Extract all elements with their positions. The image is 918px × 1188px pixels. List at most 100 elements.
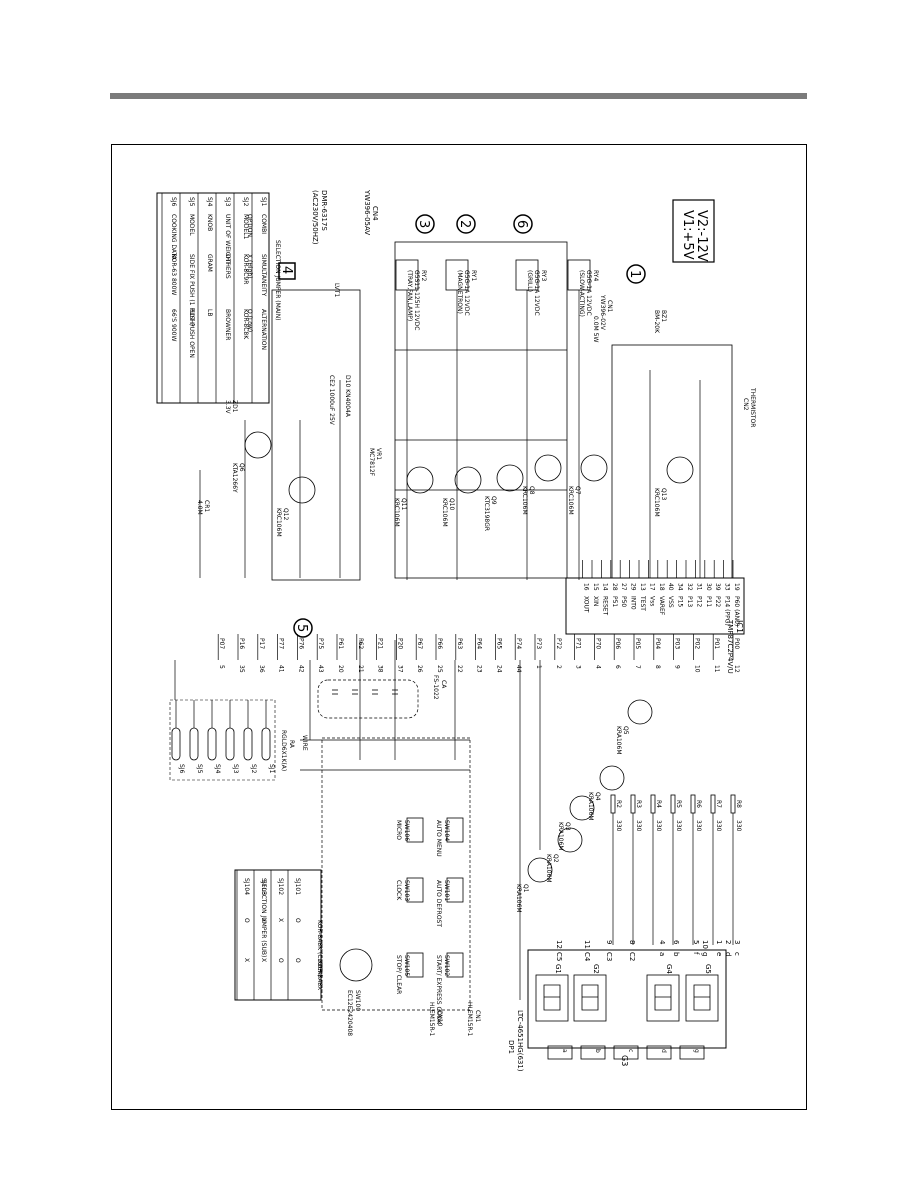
display-digit-g4: [646, 974, 680, 1022]
ic-pin-number: 39: [714, 583, 721, 591]
cn4-part: YW396-05AV: [363, 189, 371, 235]
cn10-ref: CN10: [436, 1010, 443, 1026]
ic-pin-name: P63: [456, 638, 463, 649]
display-grid-pin: 11: [583, 940, 591, 949]
ic-pin-name: P07: [218, 638, 225, 649]
ic-part: TMP87C2P4V/U: [726, 619, 734, 674]
ic-pin-number: 4: [594, 665, 601, 669]
ic-pin-name: P51: [611, 596, 618, 607]
ic-pin-number: 13: [639, 583, 646, 591]
ic-pin-number: 12: [733, 665, 740, 673]
jumper-sj1: [261, 727, 271, 761]
selection-main-cell: SJ3: [224, 197, 231, 207]
digit-transistor-q1: [527, 857, 553, 883]
ic-pin-number: 5: [218, 665, 225, 669]
ca-part: FS-1022: [432, 675, 439, 700]
key-switch-sw102: [446, 952, 464, 978]
thermistor-label: THERMISTOR: [749, 387, 756, 427]
vr1-part: MC7812F: [368, 448, 375, 477]
g3-seg: [646, 1045, 672, 1060]
resistor-value: 330: [735, 820, 742, 832]
jumper-label: SJ6: [178, 764, 185, 774]
transistor-part: KRC106M: [521, 486, 528, 515]
transistor-ref: Q3: [564, 822, 571, 831]
ic-pin-number: 10: [693, 665, 700, 673]
display-pin: 1: [715, 940, 723, 944]
ic-pin-number: 25: [436, 665, 443, 673]
ic-pin-name: P61: [337, 638, 344, 649]
switch-label: AUTO DEFROST: [435, 880, 442, 927]
ic-pin-number: 20: [337, 665, 344, 673]
marker-2: 2: [456, 214, 476, 234]
ic-pin-number: 31: [695, 583, 702, 591]
selection-main-title: SELECTION JUMPER (MAIN): [274, 240, 281, 321]
ic-pin-name: VSS: [667, 596, 674, 608]
ic-pin-name: P75: [317, 638, 324, 649]
selection-main-cell: MODEL1: [242, 214, 249, 240]
transistor-q8: [534, 454, 562, 482]
resistor-r3: [630, 794, 636, 814]
selection-main-cell: ALTERNATION: [260, 309, 267, 350]
g3-seg-label: c: [627, 1049, 634, 1052]
transistor-part: KRA106M: [515, 884, 522, 913]
encoder-ref: SW100: [354, 990, 361, 1011]
jumper-sj3: [225, 727, 235, 761]
ic-pin-name: P12: [695, 596, 702, 607]
selection-sub-header: KOR-8A8K (CLOCK): [316, 920, 323, 977]
transistor-part: KRA106M: [615, 726, 622, 755]
relay-desc: (TRAY,FAN,LAMP): [406, 270, 413, 321]
display-digit-label: G4: [665, 964, 673, 974]
jumper-sj6: [171, 727, 181, 761]
ic-pin-number: 2: [555, 665, 562, 669]
ic-pin-number: 1: [535, 665, 542, 669]
relay-ref: RY4: [592, 270, 599, 281]
relay-ref: RY1: [470, 270, 477, 281]
selection-main-cell: SJ5: [188, 197, 195, 207]
dp1-part: LTC-4651HG(631): [516, 1010, 524, 1072]
g3-seg-label: g: [693, 1049, 700, 1053]
selection-main-cell: COOKING DATA: [170, 214, 177, 261]
display-pin: 2: [724, 940, 732, 944]
resistor-value: 330: [715, 820, 722, 832]
key-switch-sw106: [406, 817, 424, 843]
ic-pin-name: P50: [620, 596, 627, 607]
selection-sub-cell: O: [277, 958, 284, 963]
transistor-part: KRC106M: [441, 498, 448, 527]
transistor-part: KTC3198GR: [483, 496, 490, 531]
resistor-value: 330: [635, 820, 642, 832]
ic-pin-name: TEST: [639, 595, 646, 611]
jumper-sj2: [243, 727, 253, 761]
lvt1-ref: LVT1: [333, 283, 340, 297]
selection-sub-cell: O: [294, 918, 301, 923]
switch-ref: SW105: [403, 955, 410, 976]
digit-transistor-q5: [627, 699, 653, 725]
key-switch-sw103: [406, 877, 424, 903]
transistor-q13: [666, 456, 694, 484]
resistor-value: 330: [615, 820, 622, 832]
resistor-r4: [650, 794, 656, 814]
ic-pin-number: 17: [648, 583, 655, 591]
svg-text:3: 3: [416, 220, 431, 228]
relay-type: G5G-1A 12VDC: [463, 270, 470, 316]
ic-pin-number: 3: [575, 665, 582, 669]
selection-sub-cell: X: [260, 918, 267, 922]
transistor-ref: Q2: [552, 854, 559, 863]
dp1-ref: DP1: [507, 1040, 515, 1054]
selection-main-cell: KOR-8C9R: [242, 254, 249, 284]
display-digit-g5: [685, 974, 719, 1022]
ic-pin-number: 34: [677, 583, 684, 591]
cn1-power-ref: CN1: [606, 300, 613, 313]
g3-seg-label: d: [660, 1049, 667, 1053]
ca-ref: CA: [440, 680, 447, 689]
ic-pin-name: VAREF: [658, 596, 665, 616]
transistor-ref: Q12: [282, 508, 289, 521]
ic-pin-name: P67: [416, 638, 423, 649]
selection-main-cell: SIDE FIX PUSH (1 PUSH): [188, 254, 195, 326]
crystal-ref: CR1: [203, 500, 210, 512]
encoder-switch: [339, 948, 373, 982]
ic-pin-number: 38: [377, 665, 384, 673]
relay-ry3: [515, 259, 539, 291]
display-grid-name: C4: [583, 952, 591, 962]
ic-pin-number: 16: [583, 583, 590, 591]
ic-pin-number: 32: [686, 583, 693, 591]
